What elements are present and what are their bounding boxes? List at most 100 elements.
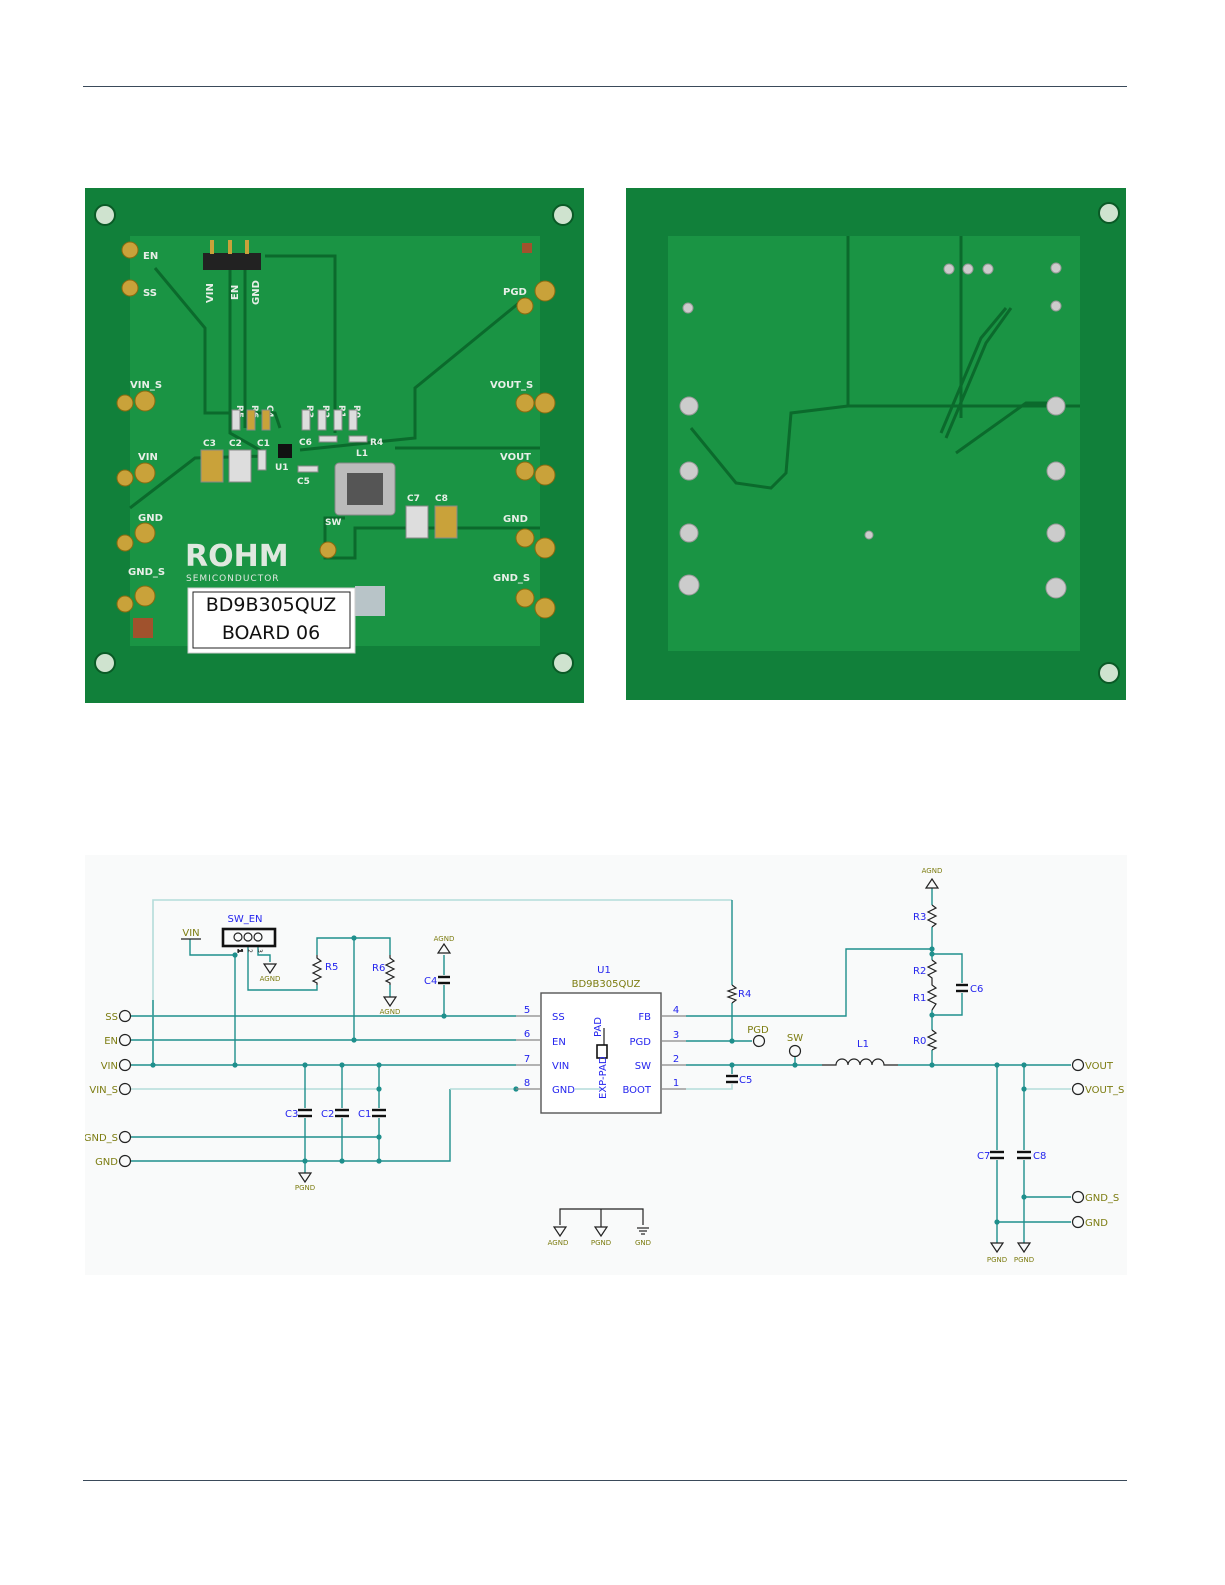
label-c7: C7 — [977, 1151, 990, 1162]
silk-header-en: EN — [230, 285, 241, 300]
sw-en-pin2: 2 — [246, 949, 253, 953]
pgnd-label-c3: PGND — [295, 1184, 315, 1192]
schematic: SS EN VIN VIN_S GND_S GND VOUT VOUT_S GN… — [85, 855, 1127, 1275]
silk-header-gnd: GND — [251, 280, 262, 305]
legend-pgnd: PGND — [591, 1239, 611, 1247]
sticker-board: BOARD 06 — [222, 622, 320, 644]
label-r3: R3 — [913, 912, 926, 923]
port-en[interactable]: EN — [104, 1033, 132, 1048]
inductor-l1 — [822, 1058, 898, 1066]
label-r1: R1 — [913, 993, 926, 1004]
pin-num-5: 5 — [524, 1005, 530, 1016]
label-r5: R5 — [325, 962, 338, 973]
silk-c3: C3 — [203, 439, 216, 449]
silk-gnd-s-right: GND_S — [493, 573, 530, 584]
sw-en-switch: SW_EN 1 2 3 — [221, 914, 277, 954]
port-gnd-s[interactable]: GND_S — [85, 1130, 132, 1145]
silk-c1: C1 — [257, 439, 270, 449]
label-c3: C3 — [285, 1109, 298, 1120]
label-c5: C5 — [739, 1075, 752, 1086]
port-vout-s-label: VOUT_S — [1085, 1085, 1124, 1096]
silk-c2: C2 — [229, 439, 242, 449]
port-vin[interactable]: VIN — [101, 1058, 132, 1073]
pad-label: PAD — [593, 1017, 604, 1037]
pin-name-ss: SS — [552, 1012, 565, 1023]
port-vout[interactable]: VOUT — [1071, 1058, 1114, 1073]
rohm-logo: ROHM — [185, 539, 289, 574]
label-c4: C4 — [424, 976, 437, 987]
testpoint-sw[interactable]: SW — [787, 1033, 803, 1058]
ic-ref: U1 — [597, 965, 611, 976]
port-gnd[interactable]: GND — [95, 1154, 132, 1169]
port-gnd-label: GND — [95, 1157, 118, 1168]
board-bottom-photo — [626, 188, 1126, 700]
silk-l1: L1 — [356, 449, 368, 459]
port-ss[interactable]: SS — [105, 1009, 132, 1024]
silk-sw: SW — [325, 518, 341, 528]
silk-c8: C8 — [435, 494, 448, 504]
silk-vout-s: VOUT_S — [490, 380, 533, 391]
port-vin-s[interactable]: VIN_S — [89, 1082, 132, 1097]
silk-c6: C6 — [299, 438, 312, 448]
junction-dots — [150, 935, 1027, 1225]
silk-pgd: PGD — [503, 287, 527, 298]
port-gnd-out[interactable]: GND — [1071, 1215, 1109, 1230]
label-r4: R4 — [738, 989, 751, 1000]
pin-name-pgd: PGD — [630, 1037, 652, 1048]
header-rule — [83, 86, 1127, 87]
pin-num-8: 8 — [524, 1078, 530, 1089]
agnd-label-r3: AGND — [922, 867, 943, 875]
label-c2: C2 — [321, 1109, 334, 1120]
silk-vin-s: VIN_S — [130, 380, 162, 391]
legend-agnd: AGND — [548, 1239, 569, 1247]
ic-part: BD9B305QUZ — [572, 979, 641, 990]
capacitors — [298, 975, 1031, 1160]
pin-num-1: 1 — [673, 1078, 679, 1089]
port-ss-label: SS — [105, 1012, 118, 1023]
pin-num-2: 2 — [673, 1054, 679, 1065]
legend-gnd: GND — [635, 1239, 651, 1247]
port-en-label: EN — [104, 1036, 118, 1047]
label-l1: L1 — [857, 1039, 869, 1050]
vin-supply-label: VIN — [182, 928, 199, 939]
pin-num-4: 4 — [673, 1005, 679, 1016]
silk-ss: SS — [143, 288, 157, 299]
label-r0: R0 — [913, 1036, 926, 1047]
testpoint-pgd[interactable]: PGD — [747, 1025, 769, 1048]
resistors — [311, 904, 938, 1051]
sw-en-pin1: 1 — [236, 949, 243, 953]
port-vin-label: VIN — [101, 1061, 118, 1072]
silk-r4: R4 — [370, 438, 383, 448]
schematic-wires — [131, 888, 1071, 1243]
silk-header-vin: VIN — [205, 283, 216, 303]
label-r2: R2 — [913, 966, 926, 977]
pin-num-3: 3 — [673, 1030, 679, 1041]
label-c6: C6 — [970, 984, 983, 995]
agnd-label-r6: AGND — [380, 1008, 401, 1016]
ground-legend: AGND PGND GND — [548, 1208, 651, 1247]
pin-name-en: EN — [552, 1037, 566, 1048]
pin-name-gnd: GND — [552, 1085, 575, 1096]
silk-vin: VIN — [138, 452, 158, 463]
pgnd-label-c7: PGND — [987, 1256, 1007, 1264]
silk-c7: C7 — [407, 494, 420, 504]
port-vout-s[interactable]: VOUT_S — [1071, 1082, 1125, 1097]
footer-rule — [83, 1480, 1127, 1481]
port-vout-label: VOUT — [1085, 1061, 1114, 1072]
pin-num-7: 7 — [524, 1054, 530, 1065]
board-top-photo: EN SS VIN_S VIN GND GND_S PGD VOUT_S VOU… — [85, 188, 584, 703]
silk-c5: C5 — [297, 477, 310, 487]
port-gnd-s-out[interactable]: GND_S — [1071, 1190, 1120, 1205]
pin-name-fb: FB — [638, 1012, 651, 1023]
pin-name-boot: BOOT — [622, 1085, 651, 1096]
sw-en-pin3: 3 — [256, 949, 263, 953]
exp-pad-label: EXP-PAD — [598, 1056, 609, 1099]
label-c1: C1 — [358, 1109, 371, 1120]
port-gnd-s-label: GND_S — [85, 1133, 118, 1144]
port-vin-s-label: VIN_S — [89, 1085, 118, 1096]
agnd-label-sw: AGND — [260, 975, 281, 983]
pin-num-6: 6 — [524, 1029, 530, 1040]
agnd-label-c4: AGND — [434, 935, 455, 943]
silk-en: EN — [143, 251, 158, 262]
port-gnd-s-out-label: GND_S — [1085, 1193, 1119, 1204]
